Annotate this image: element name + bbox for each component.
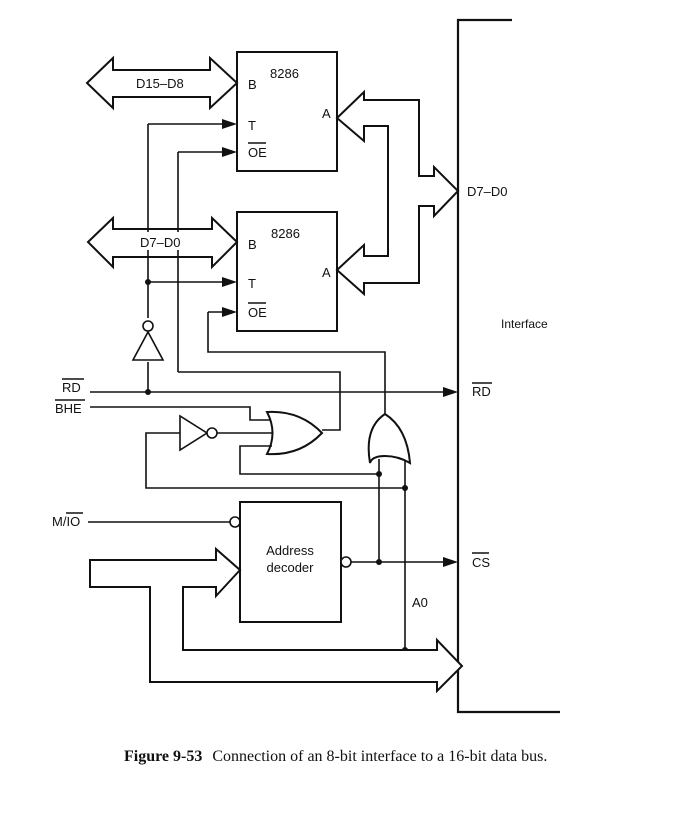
wire-bhe	[90, 406, 272, 421]
interface-d7-d0-label: D7–D0	[467, 184, 507, 199]
inverter-a0-bubble	[206, 427, 218, 439]
junction-cs	[376, 559, 382, 565]
junction-a0-or	[402, 485, 408, 491]
interface-block	[456, 18, 560, 714]
arrow-cs	[443, 557, 458, 567]
wire-oe-upper-or	[178, 371, 341, 431]
inverter-a0	[179, 414, 209, 452]
transceiver-lower-pin-a: A	[322, 265, 331, 280]
figure-number: Figure 9-53	[124, 748, 203, 765]
arrow-rd	[443, 387, 458, 397]
decoder-mio-bubble	[229, 516, 241, 528]
decoder-out-bubble	[340, 556, 352, 568]
figure-caption: Figure 9-53 Connection of an 8-bit interf…	[124, 748, 547, 766]
junction-rd	[145, 389, 151, 395]
bhe-input-label: BHE	[55, 401, 82, 416]
transceiver-upper	[236, 51, 338, 172]
figure-caption-text: Connection of an 8-bit interface to a 16…	[212, 748, 548, 765]
junction-cs-or	[376, 471, 382, 477]
wire-cs-or1	[239, 445, 379, 475]
mio-input-label: M/IO	[52, 514, 80, 529]
wire-a0-inv	[145, 432, 405, 489]
or-gate-1	[265, 410, 324, 456]
arrow-t-lower	[222, 277, 237, 287]
bus-a-side	[335, 89, 460, 297]
arrow-oe-upper	[222, 147, 237, 157]
wire-oe-lower	[207, 312, 386, 414]
transceiver-lower-pin-oe: OE	[248, 305, 267, 320]
or-gate-2	[367, 412, 412, 465]
transceiver-lower	[236, 211, 338, 332]
transceiver-lower-pin-b: B	[248, 237, 257, 252]
transceiver-upper-pin-oe: OE	[248, 145, 267, 160]
transceiver-upper-pin-t: T	[248, 118, 256, 133]
address-bus	[89, 546, 464, 694]
junction-t	[145, 279, 151, 285]
rd-output-label: RD	[472, 384, 491, 399]
transceiver-upper-pin-a: A	[322, 106, 331, 121]
bus-label-bg	[140, 232, 200, 250]
interface-label: Interface	[501, 317, 548, 331]
bus-d15-d8-label: D15–D8	[136, 76, 184, 91]
transceiver-lower-pin-t: T	[248, 276, 256, 291]
bus-d15-d8	[85, 55, 239, 111]
inverter-t	[131, 330, 165, 361]
address-decoder	[239, 501, 342, 623]
cs-output-label: CS	[472, 555, 490, 570]
a0-label: A0	[412, 595, 428, 610]
decoder-label-line1: Address	[266, 543, 314, 558]
decoder-label-line2: decoder	[267, 560, 315, 575]
bus-d7-d0-label: D7–D0	[140, 235, 180, 250]
rd-input-label: RD	[62, 380, 81, 395]
transceiver-upper-name: 8286	[270, 66, 299, 81]
transceiver-lower-name: 8286	[271, 226, 300, 241]
arrow-t-upper	[222, 119, 237, 129]
inverter-t-bubble	[142, 320, 154, 332]
transceiver-upper-pin-b: B	[248, 77, 257, 92]
